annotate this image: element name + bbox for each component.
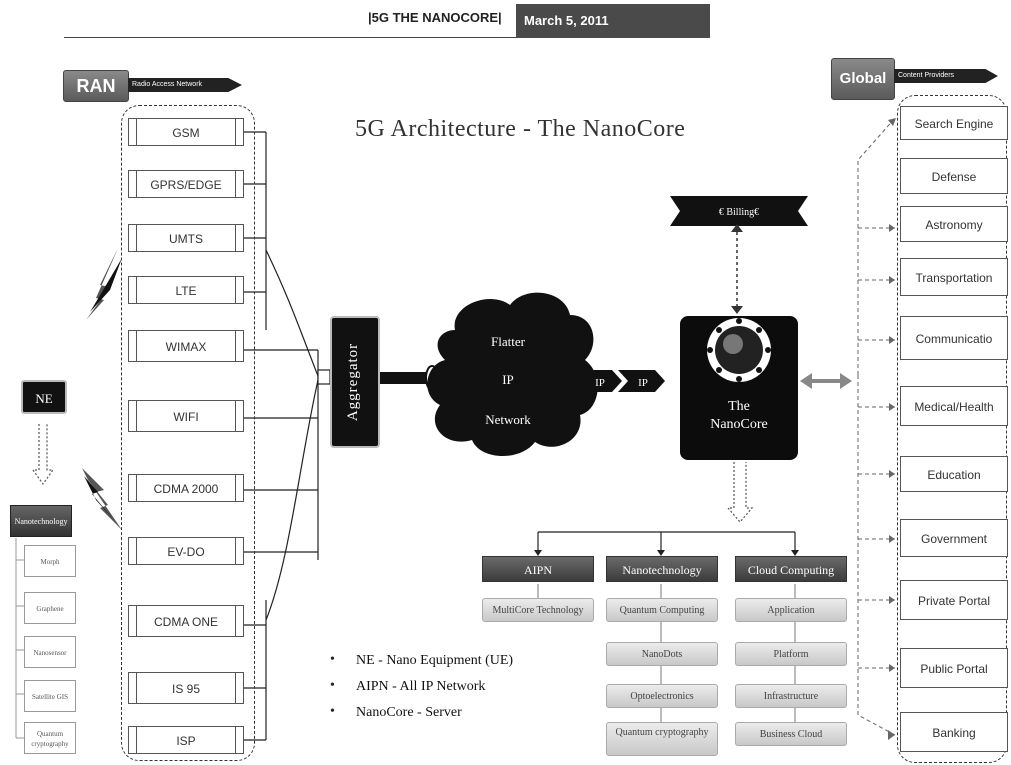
ran-ribbon: Radio Access Network: [128, 78, 242, 92]
global-item: Banking: [900, 712, 1008, 752]
service-item: Platform: [735, 642, 847, 666]
global-item: Private Portal: [900, 580, 1008, 620]
ran-item: IS 95: [128, 672, 244, 704]
legend-item: AIPN - All IP Network: [356, 679, 486, 694]
ne-header: Nanotechnology: [10, 505, 72, 537]
service-header: Nanotechnology: [606, 556, 718, 582]
global-item: Search Engine: [900, 106, 1008, 140]
service-item: MultiCore Technology: [482, 598, 594, 622]
billing-label: € Billing€: [719, 207, 759, 218]
ne-item: Satellite GIS: [24, 680, 76, 712]
aggregator-box: [330, 316, 380, 448]
ran-item: CDMA 2000: [128, 474, 244, 502]
global-ribbon: Content Providers: [894, 69, 998, 83]
ran-item: EV-DO: [128, 537, 244, 565]
ran-item: WIMAX: [128, 330, 244, 362]
global-item: Transportation: [900, 258, 1008, 296]
legend-bullet: •: [330, 678, 335, 693]
service-item: Application: [735, 598, 847, 622]
nanocore-line2: NanoCore: [710, 417, 768, 432]
service-item: NanoDots: [606, 642, 718, 666]
aggregator-label: Aggregator: [345, 342, 361, 422]
legend-bullet: •: [330, 652, 335, 667]
global-item: Medical/Health: [900, 386, 1008, 426]
global-item: Education: [900, 456, 1008, 492]
ne-item: Morph: [24, 545, 76, 577]
ne-box: NE: [21, 380, 67, 414]
header-rule: [64, 37, 516, 38]
service-header: Cloud Computing: [735, 556, 847, 582]
ip-arrow-1: IP: [595, 377, 605, 389]
global-item: Communicatio: [900, 316, 1008, 360]
ran-item: ISP: [128, 726, 244, 754]
global-item: Defense: [900, 158, 1008, 194]
service-item: Quantum cryptography: [606, 722, 718, 756]
cloud-line3: Network: [485, 412, 531, 427]
ne-item: Graphene: [24, 592, 76, 624]
ran-item: LTE: [128, 276, 244, 304]
legend-item: NE - Nano Equipment (UE): [356, 653, 514, 668]
service-item: Optoelectronics: [606, 684, 718, 708]
service-item: Infrastructure: [735, 684, 847, 708]
ran-item: GPRS/EDGE: [128, 170, 244, 198]
ran-item: WIFI: [128, 400, 244, 432]
ne-item: Quantum cryptography: [24, 722, 76, 754]
global-tag: Global: [831, 58, 895, 100]
legend-item: NanoCore - Server: [356, 705, 462, 720]
ran-item: GSM: [128, 118, 244, 146]
global-column: [897, 95, 1007, 763]
global-item: Public Portal: [900, 648, 1008, 688]
cloud-line1: Flatter: [491, 334, 526, 349]
nanocore-line1: The: [728, 399, 750, 414]
header-title: |5G THE NANOCORE|: [368, 10, 502, 25]
ran-item: UMTS: [128, 224, 244, 252]
header-date: March 5, 2011: [516, 4, 710, 38]
global-item: Government: [900, 519, 1008, 557]
ne-item: Nanosensor: [24, 636, 76, 668]
global-item: Astronomy: [900, 206, 1008, 242]
cloud-line2: IP: [502, 372, 514, 387]
service-item: Business Cloud: [735, 722, 847, 746]
diagram-title: 5G Architecture - The NanoCore: [355, 116, 686, 142]
service-item: Quantum Computing: [606, 598, 718, 622]
legend-bullet: •: [330, 704, 335, 719]
service-header: AIPN: [482, 556, 594, 582]
ran-column: [121, 105, 255, 761]
ip-arrow-2: IP: [638, 377, 648, 389]
ran-item: CDMA ONE: [128, 605, 244, 637]
ran-tag: RAN: [63, 70, 129, 102]
